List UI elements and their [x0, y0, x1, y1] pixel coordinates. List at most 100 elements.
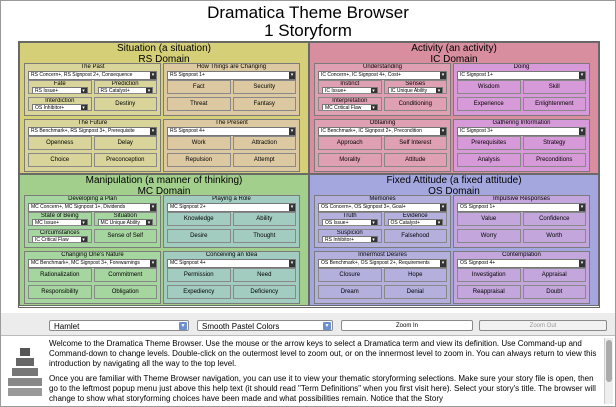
issue-element[interactable]: Analysis: [457, 153, 521, 167]
issue-element[interactable]: Destiny: [93, 97, 157, 111]
issue-appreciation-select[interactable]: OS Inhibitor+▾: [32, 104, 88, 110]
issue-element[interactable]: Morality: [318, 153, 382, 167]
concern-appreciation-select[interactable]: RS Benchmark+, RS Signpost 3+, Prerequis…: [28, 127, 157, 136]
issue-appreciation-select[interactable]: RS Issue+▾: [32, 87, 88, 93]
concern-appreciation-select[interactable]: OS Benchmark+, OS Signpost 2+, Requireme…: [318, 259, 447, 268]
concern-appreciation-select[interactable]: IC Signpost 3+▾: [457, 127, 586, 136]
color-scheme-select[interactable]: Smooth Pastel Colors ▾: [197, 320, 333, 331]
issue-element[interactable]: Conditioning: [383, 97, 447, 111]
concern-appreciation-select[interactable]: RS Concern+, RS Signpost 2+, Consequence…: [28, 71, 157, 80]
issue-element[interactable]: Responsibility: [28, 285, 92, 299]
issue-appreciation-select[interactable]: MC Issue+▾: [32, 219, 88, 225]
help-scrollbar[interactable]: [604, 338, 613, 404]
issue-element[interactable]: Work: [167, 136, 231, 150]
issue-element[interactable]: Expediency: [167, 285, 231, 299]
issue-appreciation-select[interactable]: RS Inhibitor+▾: [322, 236, 378, 242]
issue-element[interactable]: Security: [232, 80, 296, 94]
issue-element[interactable]: Reappraisal: [457, 285, 521, 299]
issue-element[interactable]: Appraisal: [522, 268, 586, 282]
issue-element[interactable]: Attraction: [232, 136, 296, 150]
concern-appreciation-select[interactable]: IC Concern+, IC Signpost 4+, Cost+▾: [318, 71, 447, 80]
issue-element[interactable]: Need: [232, 268, 296, 282]
issue-element[interactable]: Fantasy: [232, 97, 296, 111]
issue-element[interactable]: Preconditions: [522, 153, 586, 167]
zoom-out-button[interactable]: Zoom Out: [479, 320, 607, 331]
issue-element[interactable]: Skill: [522, 80, 586, 94]
concern-appreciation-select[interactable]: OS Signpost 4+▾: [457, 259, 586, 268]
issue-element[interactable]: Hope: [383, 268, 447, 282]
issue-element[interactable]: Openness: [28, 136, 92, 150]
issue-element[interactable]: Dream: [318, 285, 382, 299]
issue-appreciation-select[interactable]: MC Unique Ability▾: [97, 219, 153, 225]
zoom-in-button[interactable]: Zoom In: [341, 320, 473, 331]
issue-element[interactable]: Doubt: [522, 285, 586, 299]
issue-element[interactable]: Fact: [167, 80, 231, 94]
issue-element[interactable]: Thought: [232, 229, 296, 243]
issue-element[interactable]: Ability: [232, 212, 296, 226]
concern-appreciation-select[interactable]: RS Signpost 4+▾: [167, 127, 296, 136]
concern-appreciation-select[interactable]: RS Signpost 1+▾: [167, 71, 296, 80]
concern-appreciation-select[interactable]: OS Concern+, OS Signpost 3+, Goal+▾: [318, 203, 447, 212]
issue-element[interactable]: Self Interest: [383, 136, 447, 150]
issue-element[interactable]: Confidence: [522, 212, 586, 226]
quadrant-title[interactable]: Manipulation (a manner of thinking)MC Do…: [20, 175, 308, 197]
issue-element[interactable]: Denial: [383, 285, 447, 299]
issue-element[interactable]: Investigation: [457, 268, 521, 282]
issue-appreciation-select[interactable]: MC Critical Flaw▾: [322, 104, 378, 110]
issue-appreciation-select[interactable]: IC Unique Ability▾: [387, 87, 443, 93]
concern-appreciation-select[interactable]: OS Signpost 1+▾: [457, 203, 586, 212]
issue-element[interactable]: Prerequisites: [457, 136, 521, 150]
issue-element[interactable]: Closure: [318, 268, 382, 282]
scrollbar-thumb[interactable]: [606, 340, 612, 382]
concern-appreciation-select[interactable]: MC Benchmark+, MC Signpost 3+, Forewarni…: [28, 259, 157, 268]
issue-element[interactable]: Delay: [93, 136, 157, 150]
issue-element[interactable]: Deficiency: [232, 285, 296, 299]
issue-element[interactable]: Attempt: [232, 153, 296, 167]
concern-appreciation-select[interactable]: MC Concern+, MC Signpost 1+, Dividends▾: [28, 203, 157, 212]
quadrant-title[interactable]: Fixed Attitude (a fixed attitude)OS Doma…: [310, 175, 598, 197]
quadrant-title[interactable]: Situation (a situation)RS Domain: [20, 43, 308, 65]
issue-element[interactable]: Choice: [28, 153, 92, 167]
issue-element[interactable]: Worry: [457, 229, 521, 243]
issue-element[interactable]: Threat: [167, 97, 231, 111]
issue-element[interactable]: Obligation: [93, 285, 157, 299]
issue-element[interactable]: Knowledge: [167, 212, 231, 226]
concern-appreciation-select[interactable]: MC Signpost 4+▾: [167, 259, 296, 268]
issue-element[interactable]: Rationalization: [28, 268, 92, 282]
issue-element[interactable]: Enlightenment: [522, 97, 586, 111]
issue-appreciation-select[interactable]: OS Issue+▾: [322, 219, 378, 225]
issue-appreciation-select[interactable]: RS Catalyst+▾: [97, 87, 153, 93]
issue-appreciation-select[interactable]: IC Issue+▾: [322, 87, 378, 93]
issue-appreciation-select[interactable]: IC Critical Flaw▾: [32, 236, 88, 242]
issue-element[interactable]: Attitude: [383, 153, 447, 167]
issue-element[interactable]: Strategy: [522, 136, 586, 150]
issue-element[interactable]: Commitment: [93, 268, 157, 282]
issue-appreciation-select[interactable]: OS Catalyst+▾: [387, 219, 443, 225]
issue-element[interactable]: Approach: [318, 136, 382, 150]
issue-element[interactable]: Preconception: [93, 153, 157, 167]
issue-element[interactable]: Repulsion: [167, 153, 231, 167]
